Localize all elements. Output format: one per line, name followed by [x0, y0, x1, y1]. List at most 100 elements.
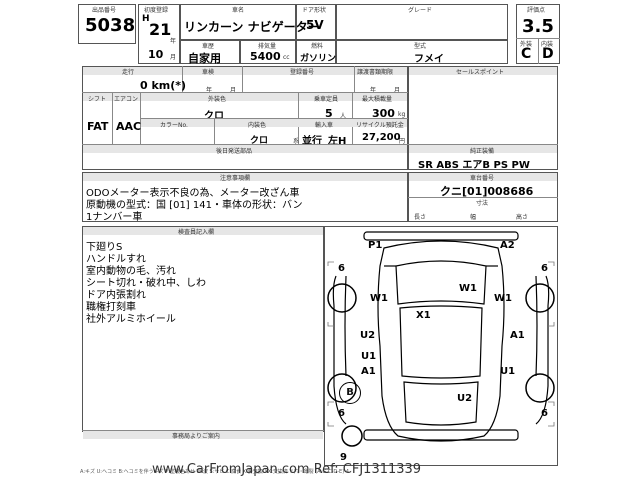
sales-box [408, 66, 558, 170]
mid-v3 [354, 66, 355, 92]
mid-v1 [182, 66, 183, 92]
note-line-3: 1ナンバー車 [86, 212, 143, 223]
diagram-box [324, 226, 558, 466]
reg-label: 登録番号 [290, 69, 315, 76]
mark-U1-right: U1 [500, 366, 516, 377]
shift-label: シフト [88, 96, 107, 103]
inspector-line-2: ハンドルすれ [86, 254, 146, 265]
seat: 5 [325, 107, 333, 120]
colorno-label: カラーNo. [160, 122, 188, 129]
mileage: 0 km(*) [140, 79, 187, 92]
cert-label: 譲渡書類期限 [357, 69, 394, 76]
load-unit: kg [398, 111, 406, 118]
year-unit: 年 [170, 38, 177, 45]
office-header-bg [83, 431, 323, 439]
int-grade: D [542, 46, 554, 62]
notes-box [82, 172, 408, 222]
mark-U2-bottom: U2 [457, 393, 473, 404]
cc-label: 排気量 [258, 43, 277, 50]
std-header-bg [409, 145, 557, 153]
year-box [138, 4, 180, 64]
load: 300 [372, 107, 395, 120]
cert-year: 年 [370, 87, 377, 94]
len-label: 長さ [414, 214, 427, 221]
ac: AAC [116, 120, 142, 133]
seat-unit: 人 [340, 113, 347, 120]
grade-box [336, 4, 508, 40]
fuel: ガソリン [300, 54, 337, 64]
mark-6-right: 6 [541, 263, 548, 274]
era: H [142, 14, 150, 24]
color-label: 外装色 [208, 96, 227, 103]
lot-box [78, 4, 136, 44]
mid-h3 [82, 144, 558, 145]
model: フメイ [414, 54, 444, 65]
mark-6-right-rear: 6 [541, 408, 548, 419]
inspector-line-6: 職権打刻車 [86, 302, 136, 313]
std-label: 純正装備 [470, 148, 495, 155]
inspector-line-4: シート切れ・破れ中、しわ [86, 278, 206, 289]
cc-box [240, 40, 296, 64]
recycle-unit: 円 [399, 138, 406, 145]
ac-label: エアコン [114, 96, 139, 103]
std-equipment: SR ABS エアB PS PW [418, 160, 530, 171]
insp-month: 月 [230, 87, 237, 94]
recycle: 27,200 [362, 132, 401, 143]
import-pre: 系 [293, 138, 300, 145]
doors-label: ドア形状 [302, 7, 327, 14]
hei-label: 高さ [516, 214, 529, 221]
mark-U1-left: U1 [361, 351, 377, 362]
inspector-line-1: 下廻りS [86, 242, 123, 253]
lot-number: 5038 [85, 15, 136, 36]
mark-W1-right-front: W1 [494, 293, 512, 304]
mid-v8 [214, 118, 215, 144]
month: 10 [148, 48, 164, 61]
shift: FAT [87, 120, 109, 133]
recycle-label: リサイクル預託金 [356, 122, 404, 129]
sales-label: セールスポイント [456, 69, 505, 76]
insp-year: 年 [206, 87, 213, 94]
color: クロ [204, 111, 224, 122]
inspector-header-bg [83, 227, 323, 235]
inspector-line-5: ドア内張割れ [86, 290, 146, 301]
carname-label: 車名 [232, 7, 245, 14]
intcolor: クロ [250, 136, 269, 146]
import-label: 輸入車 [315, 122, 334, 129]
ext-label: 外装 [520, 41, 533, 48]
month-unit: 月 [170, 54, 177, 61]
row3-header-bg [141, 119, 407, 127]
notes-header-bg [83, 173, 407, 181]
dim-label: 寸法 [476, 200, 489, 207]
doors-box [296, 4, 336, 40]
wid-label: 幅 [470, 214, 477, 221]
mark-A1-left: A1 [361, 366, 376, 377]
inspection-label: 車検 [202, 69, 215, 76]
int-label: 内装 [541, 41, 554, 48]
intcolor-label: 内装色 [248, 122, 267, 129]
mark-W1-left-front: W1 [370, 293, 388, 304]
mid-v4 [112, 92, 113, 144]
mark-9: 9 [340, 452, 347, 463]
frame-label: 車台番号 [470, 175, 495, 182]
mid-h2 [140, 118, 408, 119]
import-type: 並行 [302, 136, 322, 147]
inspector-line-3: 室内動物の毛、汚れ [86, 266, 176, 277]
model-label: 型式 [414, 43, 427, 50]
type-box [180, 40, 240, 64]
equip-header-bg [83, 145, 407, 153]
inspector-label: 検査員記入欄 [178, 229, 215, 236]
office-divider [82, 430, 324, 431]
score-vdivider [538, 38, 539, 64]
mid-h1 [82, 92, 408, 93]
dim-divider [408, 197, 558, 198]
equip-label: 後日発送部品 [216, 148, 253, 155]
damage-legend: A:キズ U:ヘコミ B:ヘコミを伴うキズ P:塗装色あせ W:波 S:サビ C… [80, 469, 349, 475]
score: 3.5 [522, 16, 554, 37]
year: 21 [149, 20, 172, 39]
fuel-label: 燃料 [311, 43, 324, 50]
notes-label: 注意事項欄 [220, 175, 251, 182]
cc-unit: cc [283, 54, 290, 61]
car-name: リンカーン ナビゲーター [184, 20, 320, 34]
type: 自家用 [188, 52, 221, 65]
mark-6-left: 6 [338, 263, 345, 274]
